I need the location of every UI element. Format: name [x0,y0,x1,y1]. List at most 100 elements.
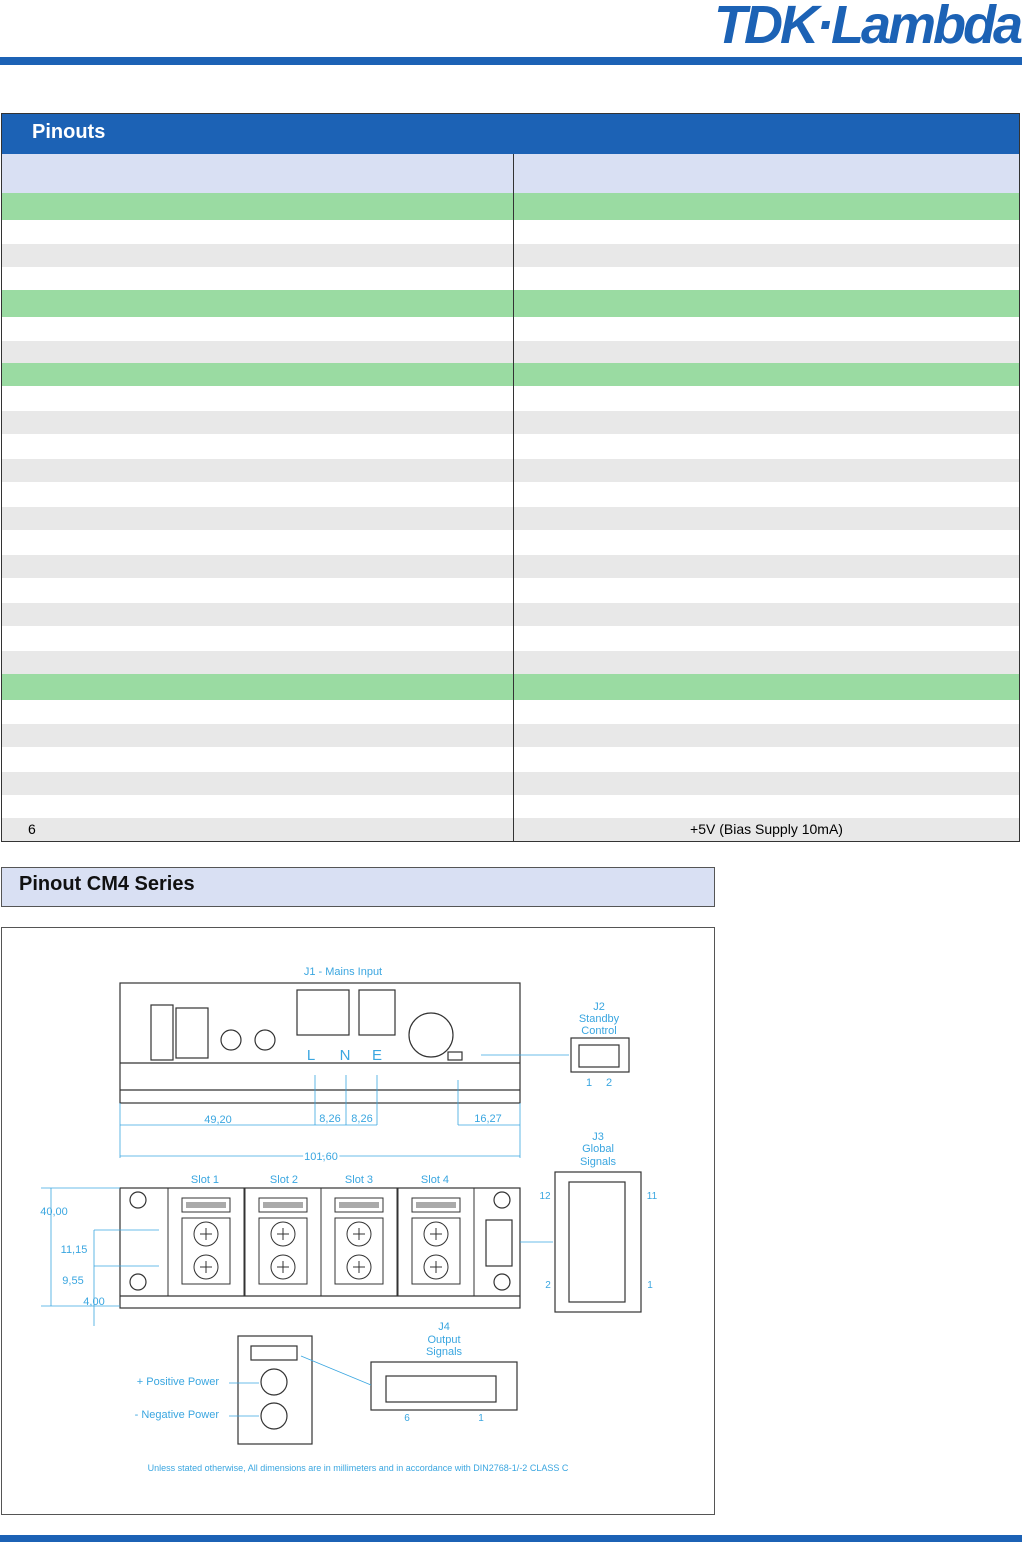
pin-e-label: E [372,1047,382,1064]
j2-label: Standby [579,1013,620,1025]
cell-function [513,411,1019,434]
tdk-lambda-logo: TDK·Lambda [714,0,1022,55]
slot-label: Slot 3 [345,1174,373,1186]
table-row [2,267,1019,290]
cell-function [513,626,1019,651]
dim-label: 4,00 [83,1296,104,1308]
cell-function [513,363,1019,386]
cell-pin [2,555,513,578]
cell-function [513,482,1019,507]
cell-pin [2,724,513,747]
table-row [2,674,1019,700]
j2-pin: 2 [606,1077,612,1089]
cm4-pinout-diagram: J1 - Mains Input L N E J2 Standby Contro… [1,927,715,1515]
cell-function [513,193,1019,220]
cell-function [513,795,1019,818]
dim-label: 40,00 [40,1206,68,1218]
cell-pin [2,363,513,386]
table-row [2,507,1019,530]
cell-pin [2,154,513,193]
table-row [2,386,1019,411]
j2-connector [570,1037,630,1073]
table-row [2,317,1019,341]
cell-function [513,578,1019,603]
j1-label: J1 - Mains Input [304,966,382,978]
cell-function [513,747,1019,772]
j3-connector [554,1171,642,1313]
slot-label: Slot 2 [270,1174,298,1186]
cell-function [513,220,1019,244]
j4-label: Output [427,1334,460,1346]
cell-pin [2,700,513,724]
slot-label: Slot 1 [191,1174,219,1186]
table-row [2,626,1019,651]
table-row [2,651,1019,674]
cell-pin [2,220,513,244]
table-row [2,220,1019,244]
j2-pin: 1 [586,1077,592,1089]
cell-pin [2,674,513,700]
table-row: 6+5V (Bias Supply 10mA) [2,818,1019,841]
cell-function [513,700,1019,724]
table-row [2,341,1019,363]
slot-label: Slot 4 [421,1174,449,1186]
cell-pin [2,341,513,363]
pinouts-title: Pinouts [2,114,1019,154]
cell-function [513,459,1019,482]
slot-detail [237,1335,313,1445]
cell-function [513,674,1019,700]
header-bar [0,57,1022,65]
j3-label: J3 [592,1131,604,1143]
table-row [2,555,1019,578]
output-slot [244,1187,322,1297]
cell-pin [2,459,513,482]
dim-label: 8,26 [351,1113,372,1125]
table-row [2,795,1019,818]
table-row [2,244,1019,267]
table-row [2,154,1019,193]
j4-connector [370,1361,518,1411]
pin-l-label: L [307,1047,315,1064]
dimension-note: Unless stated otherwise, All dimensions … [148,1463,569,1473]
table-row [2,459,1019,482]
pinouts-table: Pinouts 6+5V (Bias Supply 10mA) [1,113,1020,842]
cell-pin [2,193,513,220]
table-row [2,724,1019,747]
dim-label: 49,20 [204,1114,232,1126]
table-row [2,363,1019,386]
j2-label: Control [581,1025,616,1037]
table-row [2,700,1019,724]
cell-pin [2,626,513,651]
top-view-body [119,982,521,1104]
table-row [2,193,1019,220]
j4-label: Signals [426,1346,463,1358]
cell-function [513,267,1019,290]
cell-function [513,341,1019,363]
cell-pin [2,578,513,603]
cell-function [513,386,1019,411]
cell-function [513,290,1019,317]
dim-label: 11,15 [61,1244,88,1256]
cell-function [513,507,1019,530]
output-slot [320,1187,398,1297]
output-slot [397,1187,475,1297]
cell-function [513,434,1019,459]
j4-label: J4 [438,1321,450,1333]
cm4-section-title: Pinout CM4 Series [1,867,715,907]
cell-pin [2,747,513,772]
pin-n-label: N [340,1047,351,1064]
cell-pin [2,772,513,795]
table-row [2,290,1019,317]
cell-pin [2,482,513,507]
table-row [2,411,1019,434]
cell-function [513,555,1019,578]
footer-bar [0,1535,1022,1542]
table-row [2,530,1019,555]
cell-function [513,724,1019,747]
cell-pin [2,530,513,555]
table-row [2,434,1019,459]
cell-pin [2,795,513,818]
cell-pin [2,244,513,267]
j3-label: Global [582,1143,614,1155]
dim-label: 101,60 [304,1151,338,1163]
